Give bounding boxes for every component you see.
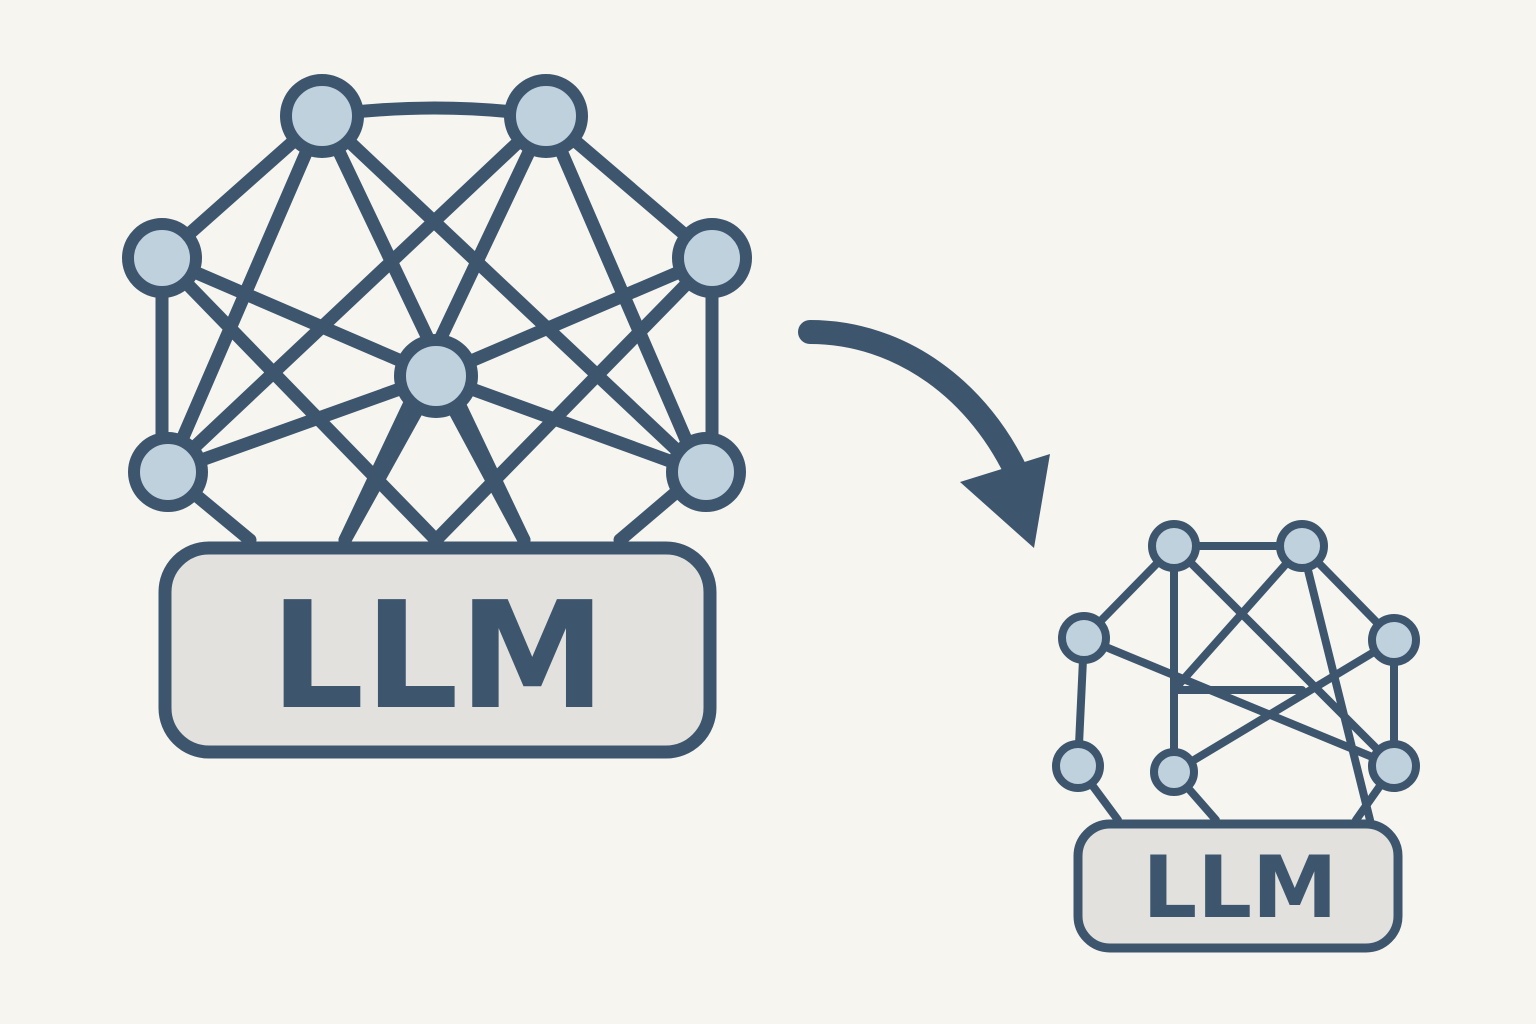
curved-arrow-icon [798, 320, 1050, 548]
large-llm-label-text: LLM [270, 570, 606, 742]
network-node [1368, 614, 1420, 666]
llm-label-box [1073, 819, 1403, 953]
edge [429, 369, 707, 479]
edge [1080, 634, 1398, 770]
edge [161, 109, 553, 479]
large-network-edges [155, 101, 719, 547]
edge [315, 109, 707, 479]
llm-label-box [158, 541, 717, 759]
network-node [394, 334, 478, 418]
network-node [1052, 740, 1104, 792]
edge [1170, 542, 1306, 694]
small-neural-network-icon: LLM [1052, 520, 1420, 953]
network-node [1058, 612, 1110, 664]
network-node [1276, 520, 1328, 572]
small-network-edges [1074, 542, 1398, 824]
network-node [672, 218, 752, 298]
network-node [122, 218, 202, 298]
network-node [504, 74, 588, 158]
network-node [1150, 748, 1198, 796]
small-network-nodes [1052, 520, 1420, 796]
network-node [1148, 520, 1200, 572]
network-node [128, 432, 208, 512]
edge [155, 251, 443, 383]
edge [155, 251, 443, 547]
network-node [666, 432, 746, 512]
edge [1298, 542, 1374, 824]
edge [161, 369, 443, 479]
small-llm-label-text: LLM [1142, 838, 1337, 938]
arrow-head [960, 454, 1050, 548]
network-node [280, 74, 364, 158]
arrow-shaft [798, 320, 1032, 492]
edge [1170, 542, 1398, 770]
edge [1170, 636, 1398, 776]
network-node [1368, 740, 1420, 792]
large-llm-label: LLM [158, 541, 717, 759]
small-llm-label: LLM [1073, 819, 1403, 953]
edge [429, 251, 719, 383]
edge [429, 251, 719, 547]
large-neural-network-icon: LLM [122, 74, 752, 759]
large-network-nodes [122, 74, 752, 512]
